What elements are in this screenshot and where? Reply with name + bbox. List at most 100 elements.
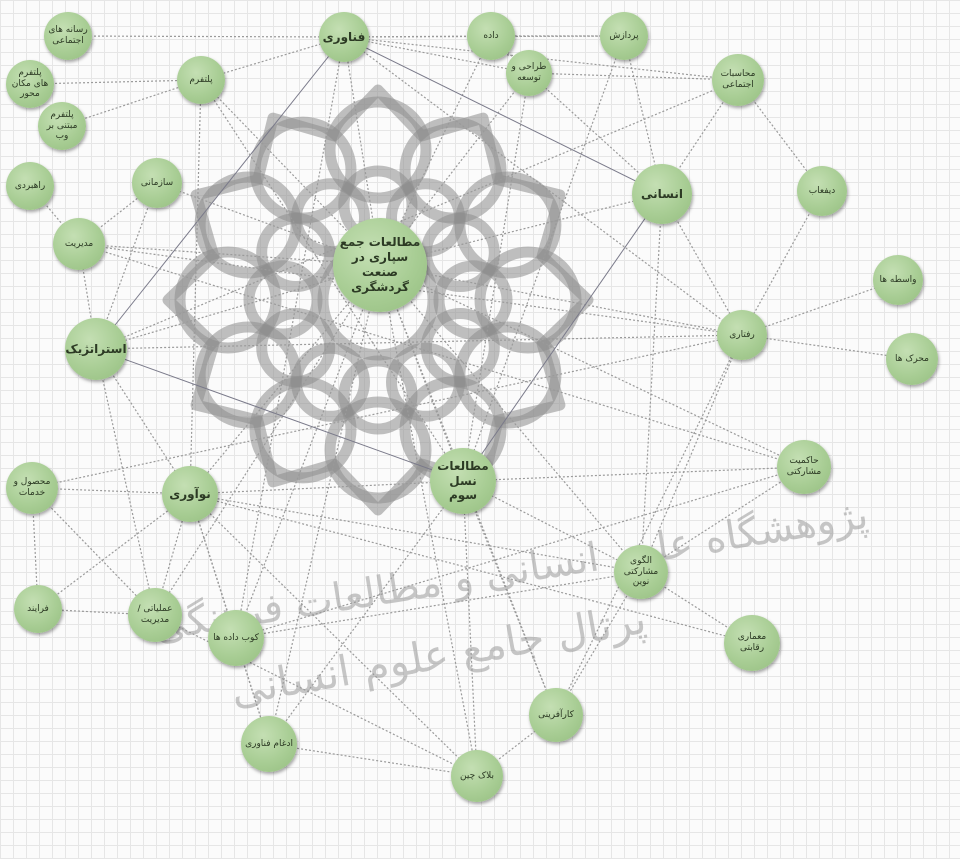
node-strategic[interactable]: راهبردی (6, 162, 54, 210)
edge-center-human (379, 193, 663, 266)
edge-tech-behavior (343, 36, 743, 336)
edge-mgmt-governance (78, 243, 805, 468)
node-center[interactable]: مطالعات جمع سپاری در صنعت گردشگری (333, 218, 427, 312)
node-gen3[interactable]: مطالعات نسل سوم (430, 448, 496, 514)
edge-platform-innovation (189, 79, 202, 495)
node-process2[interactable]: فرایند (14, 585, 62, 633)
edge-center-opsmgmt (154, 264, 381, 616)
node-human[interactable]: انسانی (632, 164, 692, 224)
node-tech[interactable]: فناوری (319, 12, 369, 62)
node-entre-label: کارآفرینی (538, 709, 574, 720)
edge-innovation-block (189, 493, 478, 777)
node-intermed-label: واسطه ها (879, 274, 917, 285)
node-behavior-label: رفتاری (729, 329, 755, 340)
edge-center-gen3 (379, 264, 464, 482)
edge-center-block (379, 264, 478, 777)
node-data-label: داده (483, 30, 499, 41)
node-strategic-label: راهبردی (14, 180, 46, 191)
node-governance-label: حاکمیت مشارکتی (786, 456, 822, 477)
edge-gen3-entre (462, 480, 557, 716)
node-opsmgmt[interactable]: عملیاتی / مدیریت (128, 588, 182, 642)
node-innovation[interactable]: نوآوری (162, 466, 218, 522)
edge-innovation-newmodel (189, 493, 642, 573)
node-newmodel-label: الگوی مشارکتی نوین (623, 555, 659, 588)
node-socialcomp-label: محاسبات اجتماعی (720, 69, 756, 90)
node-human-label: انسانی (641, 186, 683, 201)
node-products[interactable]: محصول و خدمات (6, 462, 58, 514)
node-intermed[interactable]: واسطه ها (873, 255, 923, 305)
node-behavior[interactable]: رفتاری (717, 310, 767, 360)
node-locplat-label: پلتفرم های مکان محور (11, 67, 49, 100)
edge-strategy-opsmgmt (95, 348, 156, 616)
edge-process-human (623, 35, 663, 195)
edge-center-newmodel (379, 264, 642, 573)
edge-gen3-integ (268, 480, 464, 745)
node-cube[interactable]: کوب داده ها (208, 610, 264, 666)
edge-human-behavior (661, 193, 743, 336)
node-socialcomp[interactable]: محاسبات اجتماعی (712, 54, 764, 106)
node-org-label: سازمانی (140, 177, 174, 188)
edge-gen3-governance (462, 466, 805, 482)
edge-behavior-products (31, 334, 743, 489)
node-platform[interactable]: پلتفرم (177, 56, 225, 104)
node-compet-label: معماری رقابتی (737, 632, 767, 653)
edge-gen3-block (462, 480, 478, 777)
edge-gen3-process (462, 35, 625, 482)
node-block[interactable]: بلاک چین (451, 750, 503, 802)
node-media-label: رسانه های اجتماعی (48, 25, 88, 46)
edge-tech-media (67, 35, 345, 38)
node-cube-label: کوب داده ها (213, 632, 259, 643)
edge-behavior-entre (555, 334, 743, 716)
node-opsmgmt-label: عملیاتی / مدیریت (137, 604, 173, 625)
edge-innovation-compet (189, 493, 753, 644)
node-platform-label: پلتفرم (189, 74, 213, 85)
edge-behavior-incentive (741, 190, 823, 336)
edge-tech-strategy (95, 36, 345, 350)
node-products-label: محصول و خدمات (13, 477, 51, 498)
node-governance[interactable]: حاکمیت مشارکتی (777, 440, 831, 494)
node-mgmt[interactable]: مدیریت (53, 218, 105, 270)
node-process[interactable]: پردازش (600, 12, 648, 60)
edge-center-platform (200, 79, 381, 266)
node-newmodel[interactable]: الگوی مشارکتی نوین (614, 545, 668, 599)
node-block-label: بلاک چین (460, 770, 494, 781)
node-drivers[interactable]: محرک ها (886, 333, 938, 385)
edge-design-gen3 (462, 72, 530, 482)
node-design[interactable]: طراحی و توسعه (506, 50, 552, 96)
node-compet[interactable]: معماری رقابتی (724, 615, 780, 671)
edge-center-tech (343, 36, 381, 266)
edge-center-org (156, 182, 381, 266)
node-innovation-label: نوآوری (169, 486, 211, 501)
node-incentive-label: دیفعاب (808, 185, 836, 196)
node-strategy[interactable]: استراتژیک (65, 318, 127, 380)
edge-center-cube (235, 264, 381, 639)
node-locplat[interactable]: پلتفرم های مکان محور (6, 60, 54, 108)
edge-human-gen3 (462, 193, 663, 482)
edge-behavior-mgmt (78, 243, 743, 336)
edge-behavior-drivers (741, 334, 913, 360)
node-org[interactable]: سازمانی (132, 158, 182, 208)
node-mgmt-label: مدیریت (64, 238, 94, 249)
node-strategy-label: استراتژیک (65, 341, 127, 356)
node-incentive[interactable]: دیفعاب (797, 166, 847, 216)
node-entre[interactable]: کارآفرینی (529, 688, 583, 742)
node-center-label: مطالعات جمع سپاری در صنعت گردشگری (339, 235, 421, 294)
edge-human-socialcomp (661, 79, 739, 195)
edge-socialcomp-strategy (95, 79, 739, 350)
edge-products-opsmgmt (31, 487, 156, 616)
node-webplat[interactable]: پلتفرم مبتنی بر وب (38, 102, 86, 150)
node-integ[interactable]: ادغام فناوری (241, 716, 297, 772)
edge-block-integ (268, 743, 478, 777)
node-media[interactable]: رسانه های اجتماعی (44, 12, 92, 60)
node-integ-label: ادغام فناوری (245, 738, 293, 749)
edge-behavior-newmodel (640, 334, 743, 573)
edge-gen3-newmodel (462, 480, 642, 573)
node-design-label: طراحی و توسعه (511, 62, 547, 83)
edge-center-behavior (379, 264, 743, 336)
edge-center-data (379, 35, 492, 266)
node-drivers-label: محرک ها (895, 353, 930, 364)
node-data[interactable]: داده (467, 12, 515, 60)
node-process2-label: فرایند (27, 603, 49, 614)
node-tech-label: فناوری (322, 29, 366, 44)
